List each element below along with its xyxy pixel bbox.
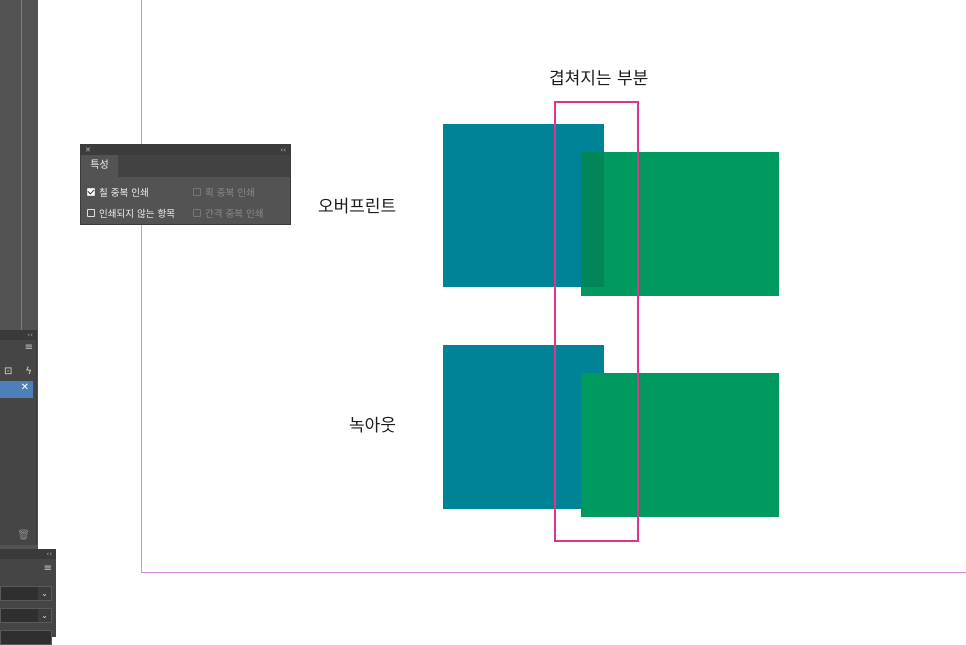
selected-row[interactable]: ✕ [0, 381, 33, 398]
margin-guide-vertical [141, 0, 142, 573]
overprint-stroke-label: 획 중복 인쇄 [205, 188, 255, 199]
nonprinting-checkbox[interactable] [87, 209, 95, 217]
attributes-panel: ✕ ‹‹ 특성 칠 중복 인쇄 획 중복 인쇄 인쇄되지 않는 항목 간격 중복… [80, 144, 291, 225]
dropdown-3[interactable] [0, 630, 52, 645]
overprint-fill-option[interactable]: 칠 중복 인쇄 [87, 185, 149, 199]
layers-panel-dock: ‹‹ ≡ ⊡ ϟ ✕ 🗑 [0, 330, 37, 545]
knockout-green-rect[interactable] [581, 373, 779, 517]
collapse-icon[interactable]: ‹‹ [27, 331, 33, 339]
trash-icon[interactable]: 🗑 [17, 530, 30, 541]
close-icon[interactable]: ✕ [85, 146, 91, 154]
collapse-icon[interactable]: ‹‹ [280, 146, 286, 154]
overprint-fill-label: 칠 중복 인쇄 [99, 188, 149, 199]
margin-guide-horizontal [141, 572, 966, 573]
chevron-down-icon[interactable]: ⌄ [38, 609, 51, 622]
nonprinting-option[interactable]: 인쇄되지 않는 항목 [87, 206, 175, 220]
second-panel-dock: ‹‹ ≡ ⌄ ⌄ [0, 549, 56, 645]
knockout-label: 녹아웃 [349, 416, 396, 436]
overprint-stroke-option: 획 중복 인쇄 [193, 185, 255, 199]
tools-icon[interactable]: ✕ [20, 382, 29, 393]
tab-attributes[interactable]: 특성 [81, 155, 118, 177]
overprint-gap-option: 간격 중복 인쇄 [193, 206, 263, 220]
nonprinting-label: 인쇄되지 않는 항목 [99, 209, 175, 220]
overlap-highlight-box [554, 101, 639, 542]
overlap-label: 겹쳐지는 부분 [549, 69, 649, 89]
panel-header [0, 549, 56, 559]
panel-icon-row: ⊡ ϟ [0, 363, 36, 379]
panel-menu-icon[interactable]: ≡ [24, 342, 33, 353]
overprint-mix-area [581, 152, 604, 287]
panel-tab-bar: 특성 [81, 155, 290, 177]
dropdown-2[interactable]: ⌄ [0, 608, 52, 623]
overprint-label: 오버프린트 [318, 197, 397, 217]
overprint-green-rect[interactable] [581, 152, 779, 296]
frame-icon[interactable]: ⊡ [4, 365, 13, 377]
dropdown-1[interactable]: ⌄ [0, 586, 52, 601]
panel-header [0, 330, 36, 340]
panel-menu-icon[interactable]: ≡ [43, 563, 52, 574]
bleed-guide-line [21, 0, 22, 345]
overprint-teal-rect[interactable] [443, 124, 604, 287]
lightning-icon[interactable]: ϟ [25, 365, 32, 377]
collapse-icon[interactable]: ‹‹ [46, 550, 52, 558]
overprint-gap-checkbox [193, 209, 201, 217]
overprint-fill-checkbox[interactable] [87, 188, 95, 196]
chevron-down-icon[interactable]: ⌄ [38, 587, 51, 600]
panel-title-bar[interactable] [81, 145, 290, 155]
knockout-teal-rect[interactable] [443, 345, 604, 509]
overprint-gap-label: 간격 중복 인쇄 [205, 209, 264, 220]
overprint-stroke-checkbox [193, 188, 201, 196]
